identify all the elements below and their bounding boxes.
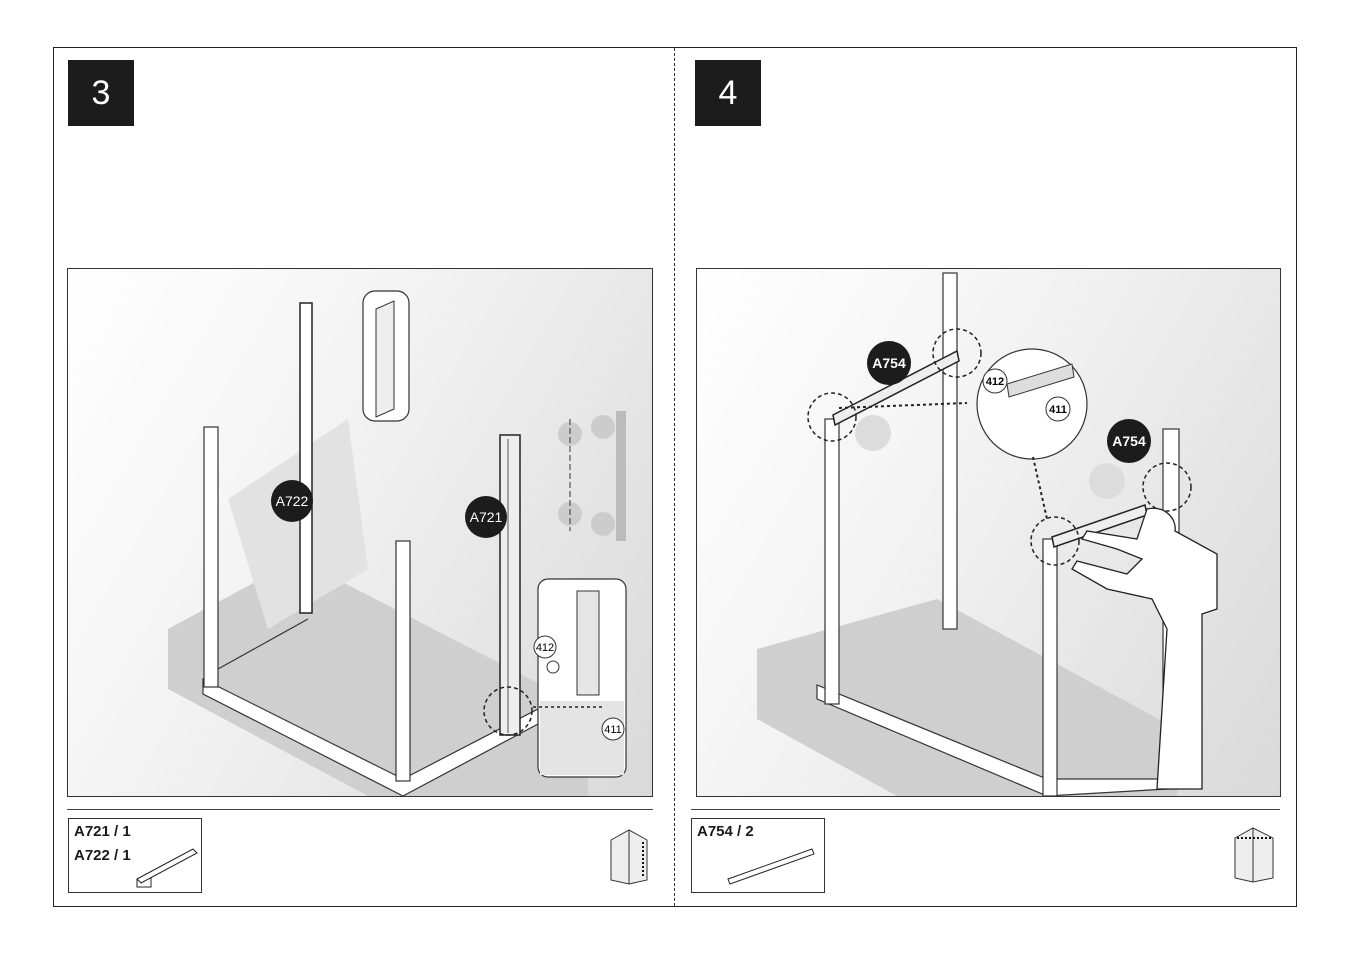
step-number-4: 4 [695,60,761,126]
wall-hatch [616,411,626,541]
step-3-parts-box: A721 / 1 A722 / 1 [68,818,202,893]
parts-a754: A754 / 2 [697,823,754,840]
callout-412-circle [982,368,1008,394]
step-3-illustration: 412 411 A722 A721 [67,268,653,797]
hole-detail-2 [591,415,615,439]
step-4-parts-box: A754 / 2 [691,818,825,893]
callout-412-circle [533,635,557,659]
post-front [395,540,411,782]
floor-shadow [757,599,1177,796]
zoom-arrow-left [838,402,968,409]
callout-a754-front: A754 [1112,433,1146,449]
fixing-profile [576,590,600,696]
part-a722-profile [299,302,313,614]
zoom-arrow-front [1032,456,1048,520]
floor-shadow [168,559,588,796]
callout-411: 411 [1049,404,1067,416]
step-4-rule [691,809,1280,810]
detail-circle-back [932,328,982,378]
callout-412: 412 [986,376,1004,388]
hole-detail-1 [855,415,891,451]
instruction-sheet [53,47,1297,907]
part-a721-profile [499,434,521,736]
detail-zoom-circle [483,686,533,736]
detail-circle-right [1142,462,1192,512]
callout-411-circle [1045,396,1071,422]
step-number-3: 3 [68,60,134,126]
hole-detail-2 [1089,463,1125,499]
callout-a754-back: A754 [872,355,906,371]
callout-411-circle [601,717,625,741]
callout-a754-back-circle [867,341,911,385]
callout-a754-front-circle [1107,419,1151,463]
profile-detail-part [375,300,395,418]
post-left [824,418,840,705]
post-front [1042,538,1058,796]
step-3-rule [67,809,653,810]
page-divider [674,48,675,906]
detail-circle-front [1030,516,1080,566]
greenhouse-icon [1234,827,1274,883]
parts-a721: A721 / 1 [74,823,131,840]
callout-a722: A722 [276,493,309,509]
callout-411: 411 [604,724,622,736]
callout-412: 412 [536,642,554,654]
wall-shade [228,419,368,629]
callout-a721-circle [465,496,507,538]
beam-part-icon [727,848,815,885]
hole-detail-4 [591,512,615,536]
screw-icon [546,660,560,674]
post-back [942,272,958,630]
person-figure [1071,507,1218,790]
post-left [203,426,219,688]
step-4-illustration: 412 411 A754 A754 [696,268,1281,797]
profile-part-icon [136,848,198,888]
callout-a721: A721 [470,509,503,525]
greenhouse-icon [610,829,648,885]
callout-a722-circle [271,480,313,522]
base-rail [217,618,309,670]
zoom-beam [1006,363,1075,398]
parts-a722: A722 / 1 [74,847,131,864]
step-4-drawing: 412 411 A754 A754 [757,272,1218,796]
detail-circle-left [807,392,857,442]
step-3-drawing: 412 411 A722 A721 [168,290,627,796]
